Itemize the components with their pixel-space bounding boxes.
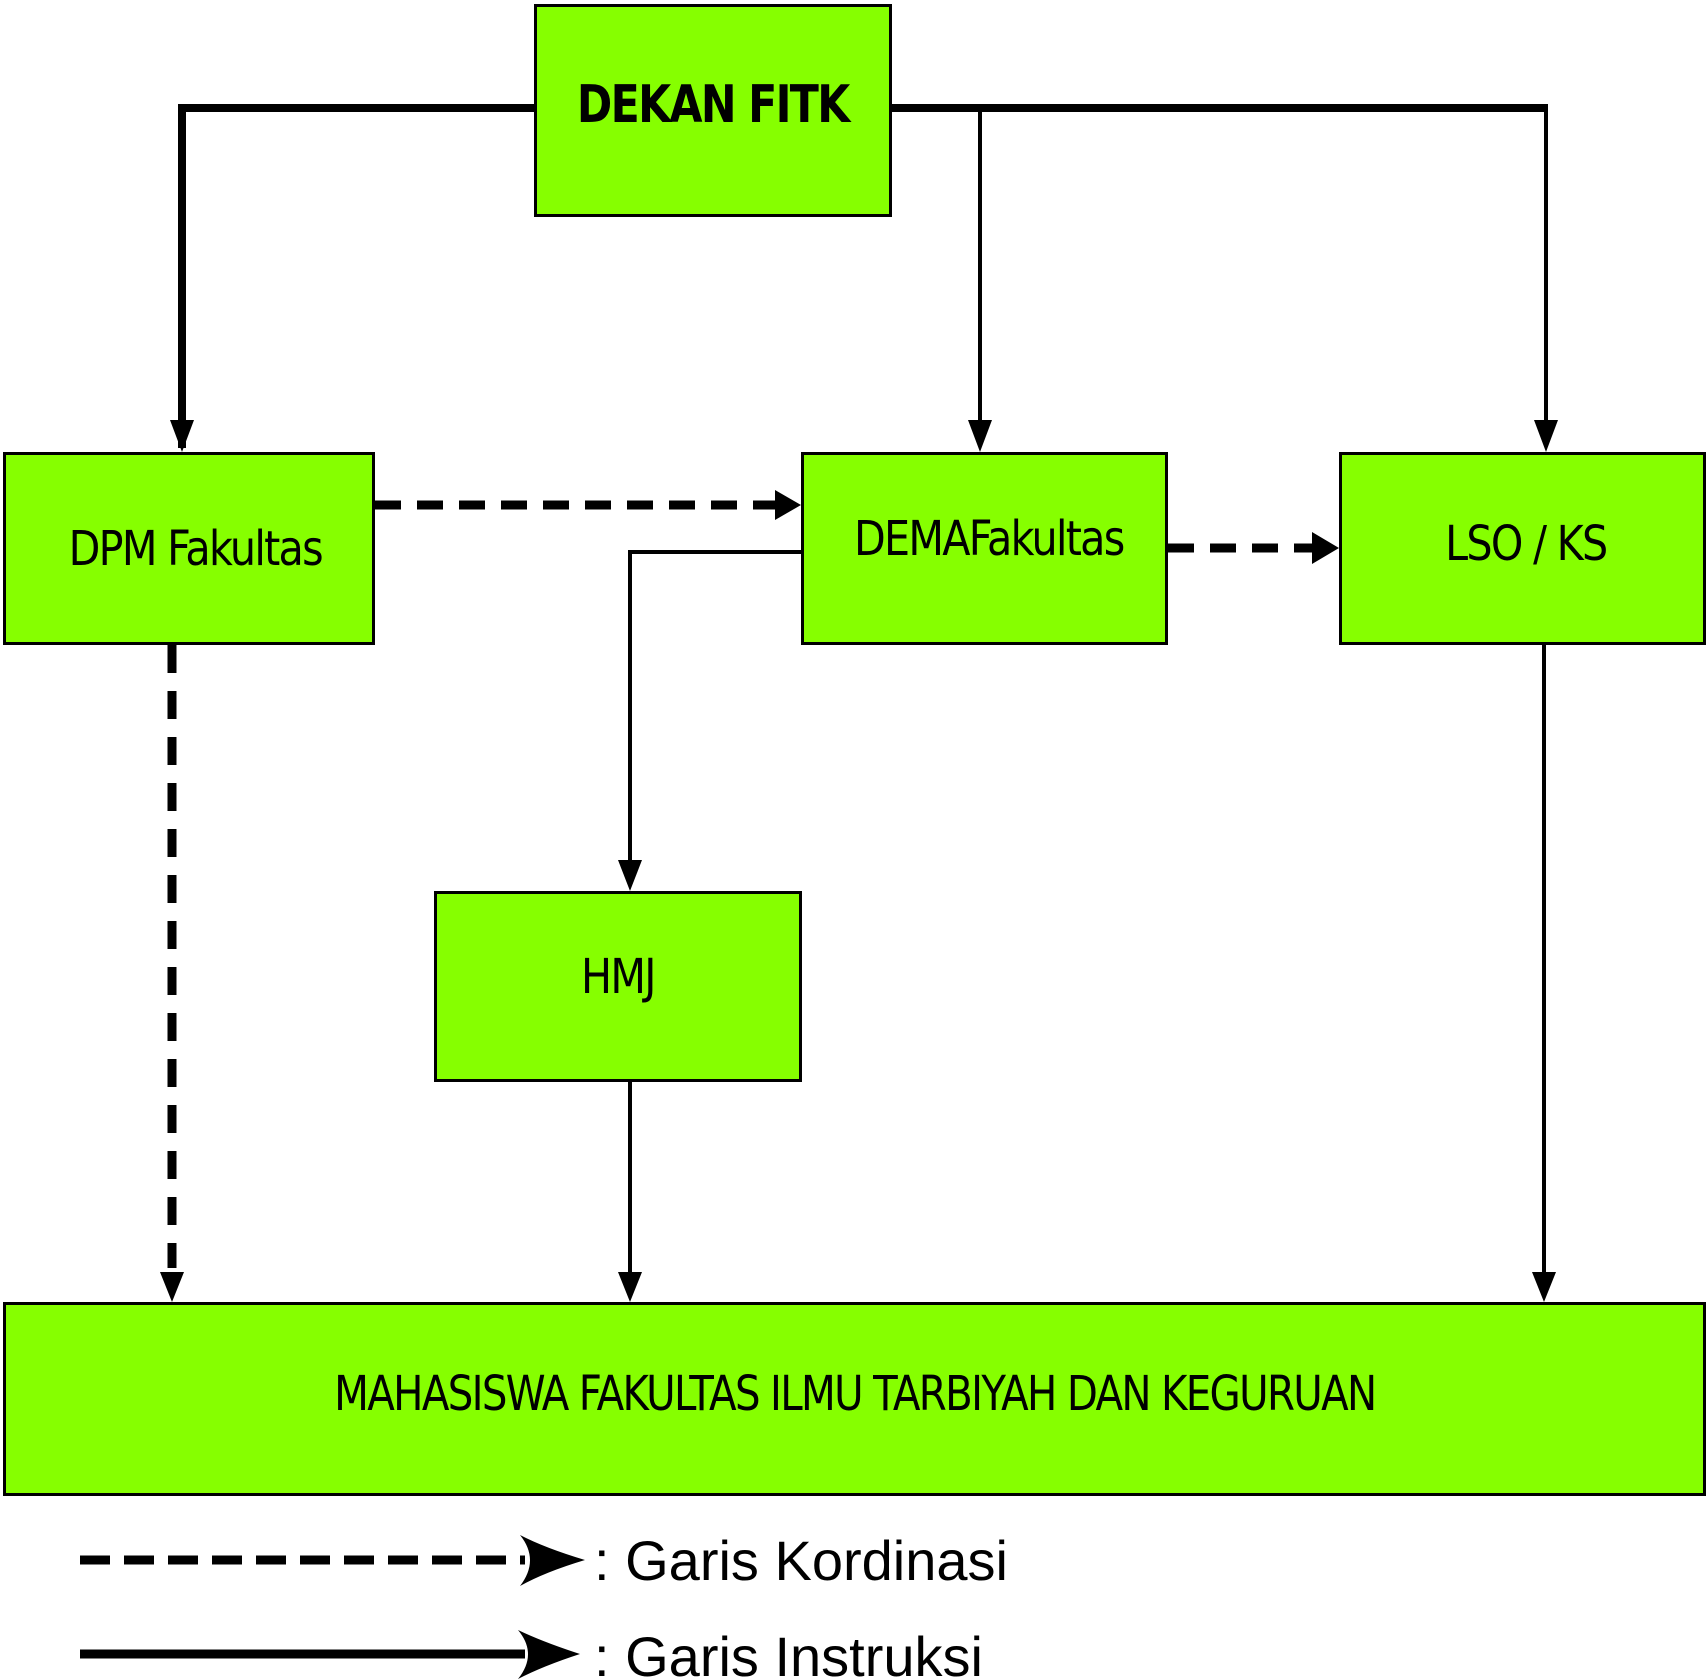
node-dema-label: DEMAFakultas — [853, 510, 1125, 567]
node-mahasiswa-label: MAHASISWA FAKULTAS ILMU TARBIYAH DAN KEG… — [333, 1366, 1377, 1422]
node-dekan-label: DEKAN FITK — [577, 74, 850, 135]
arrowhead — [1534, 420, 1558, 452]
arrowhead — [1532, 1272, 1556, 1302]
node-mahasiswa: MAHASISWA FAKULTAS ILMU TARBIYAH DAN KEG… — [3, 1302, 1706, 1496]
node-dpm-label: DPM Fakultas — [68, 520, 323, 577]
arrowhead — [618, 860, 642, 891]
node-lso-ks: LSO / KS — [1339, 452, 1706, 645]
legend-coordination-label: : Garis Kordinasi — [594, 1529, 1008, 1592]
arrowhead — [1312, 532, 1339, 564]
legend-dashed-arrowhead — [520, 1535, 585, 1586]
arrowhead — [170, 420, 194, 452]
arrowhead — [775, 490, 801, 520]
instruction-line-dekan-dpm — [178, 104, 534, 448]
node-hmj: HMJ — [434, 891, 802, 1082]
legend-solid-arrowhead — [518, 1630, 580, 1679]
node-hmj-label: HMJ — [581, 948, 656, 1005]
node-dpm-fakultas: DPM Fakultas — [3, 452, 375, 645]
arrowhead — [968, 420, 992, 452]
node-dema-fakultas: DEMAFakultas — [801, 452, 1168, 645]
arrowhead — [618, 1272, 642, 1302]
node-dekan-fitk: DEKAN FITK — [534, 4, 892, 217]
legend-instruction-label: : Garis Instruksi — [594, 1625, 983, 1680]
arrowhead — [160, 1272, 184, 1302]
instruction-line-dema-hmj — [628, 550, 805, 860]
node-lso-label: LSO / KS — [1444, 515, 1608, 572]
